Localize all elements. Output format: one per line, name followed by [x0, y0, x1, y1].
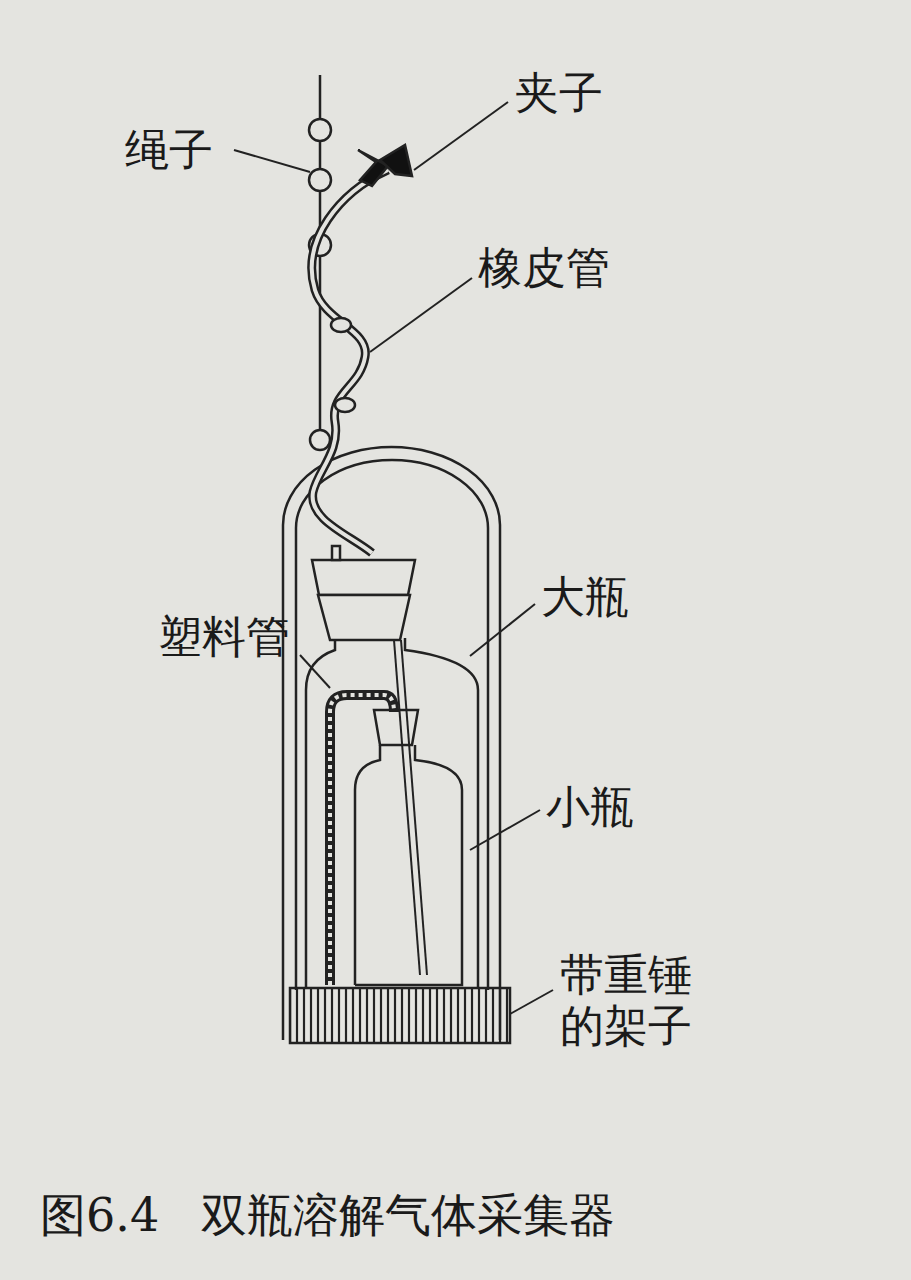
rubber-tube [312, 170, 388, 553]
rope-bead [310, 430, 330, 450]
frame-outer [283, 447, 500, 1040]
clamp [358, 150, 388, 186]
leader-line [414, 102, 508, 170]
inner-tube [394, 640, 420, 975]
weighted-base [290, 988, 510, 1043]
figure-caption: 图6.4 双瓶溶解气体采集器 [40, 1185, 615, 1247]
big-stopper [318, 595, 410, 640]
frame-inner [296, 460, 488, 990]
rope-knot [335, 398, 355, 412]
rubber-tube-core [312, 170, 388, 553]
part-label: 塑料管 [158, 612, 290, 663]
part-label: 橡皮管 [478, 243, 610, 294]
big-stopper [312, 560, 415, 595]
leader-line [470, 604, 535, 656]
leader-line [300, 655, 330, 688]
part-label: 带重锤 的架子 [560, 950, 710, 1051]
leader-line [370, 278, 472, 352]
stopper-knob [332, 546, 340, 560]
part-label: 夹子 [515, 68, 603, 119]
part-label: 小瓶 [546, 782, 634, 833]
big-bottle [306, 638, 478, 988]
plastic-tube-pattern [330, 695, 394, 985]
plastic-tube [330, 695, 394, 985]
rope-knot [331, 318, 351, 332]
inner-tube [401, 640, 427, 975]
small-stopper [374, 710, 418, 745]
part-label: 绳子 [125, 125, 213, 176]
clamp [380, 145, 412, 176]
leader-line [234, 150, 310, 172]
part-label: 大瓶 [541, 572, 629, 623]
leader-line [470, 810, 540, 850]
illustration-group [234, 75, 553, 1043]
rope-bead [309, 119, 331, 141]
leader-line [510, 990, 553, 1014]
rope-bead [309, 169, 331, 191]
small-bottle [355, 745, 462, 985]
